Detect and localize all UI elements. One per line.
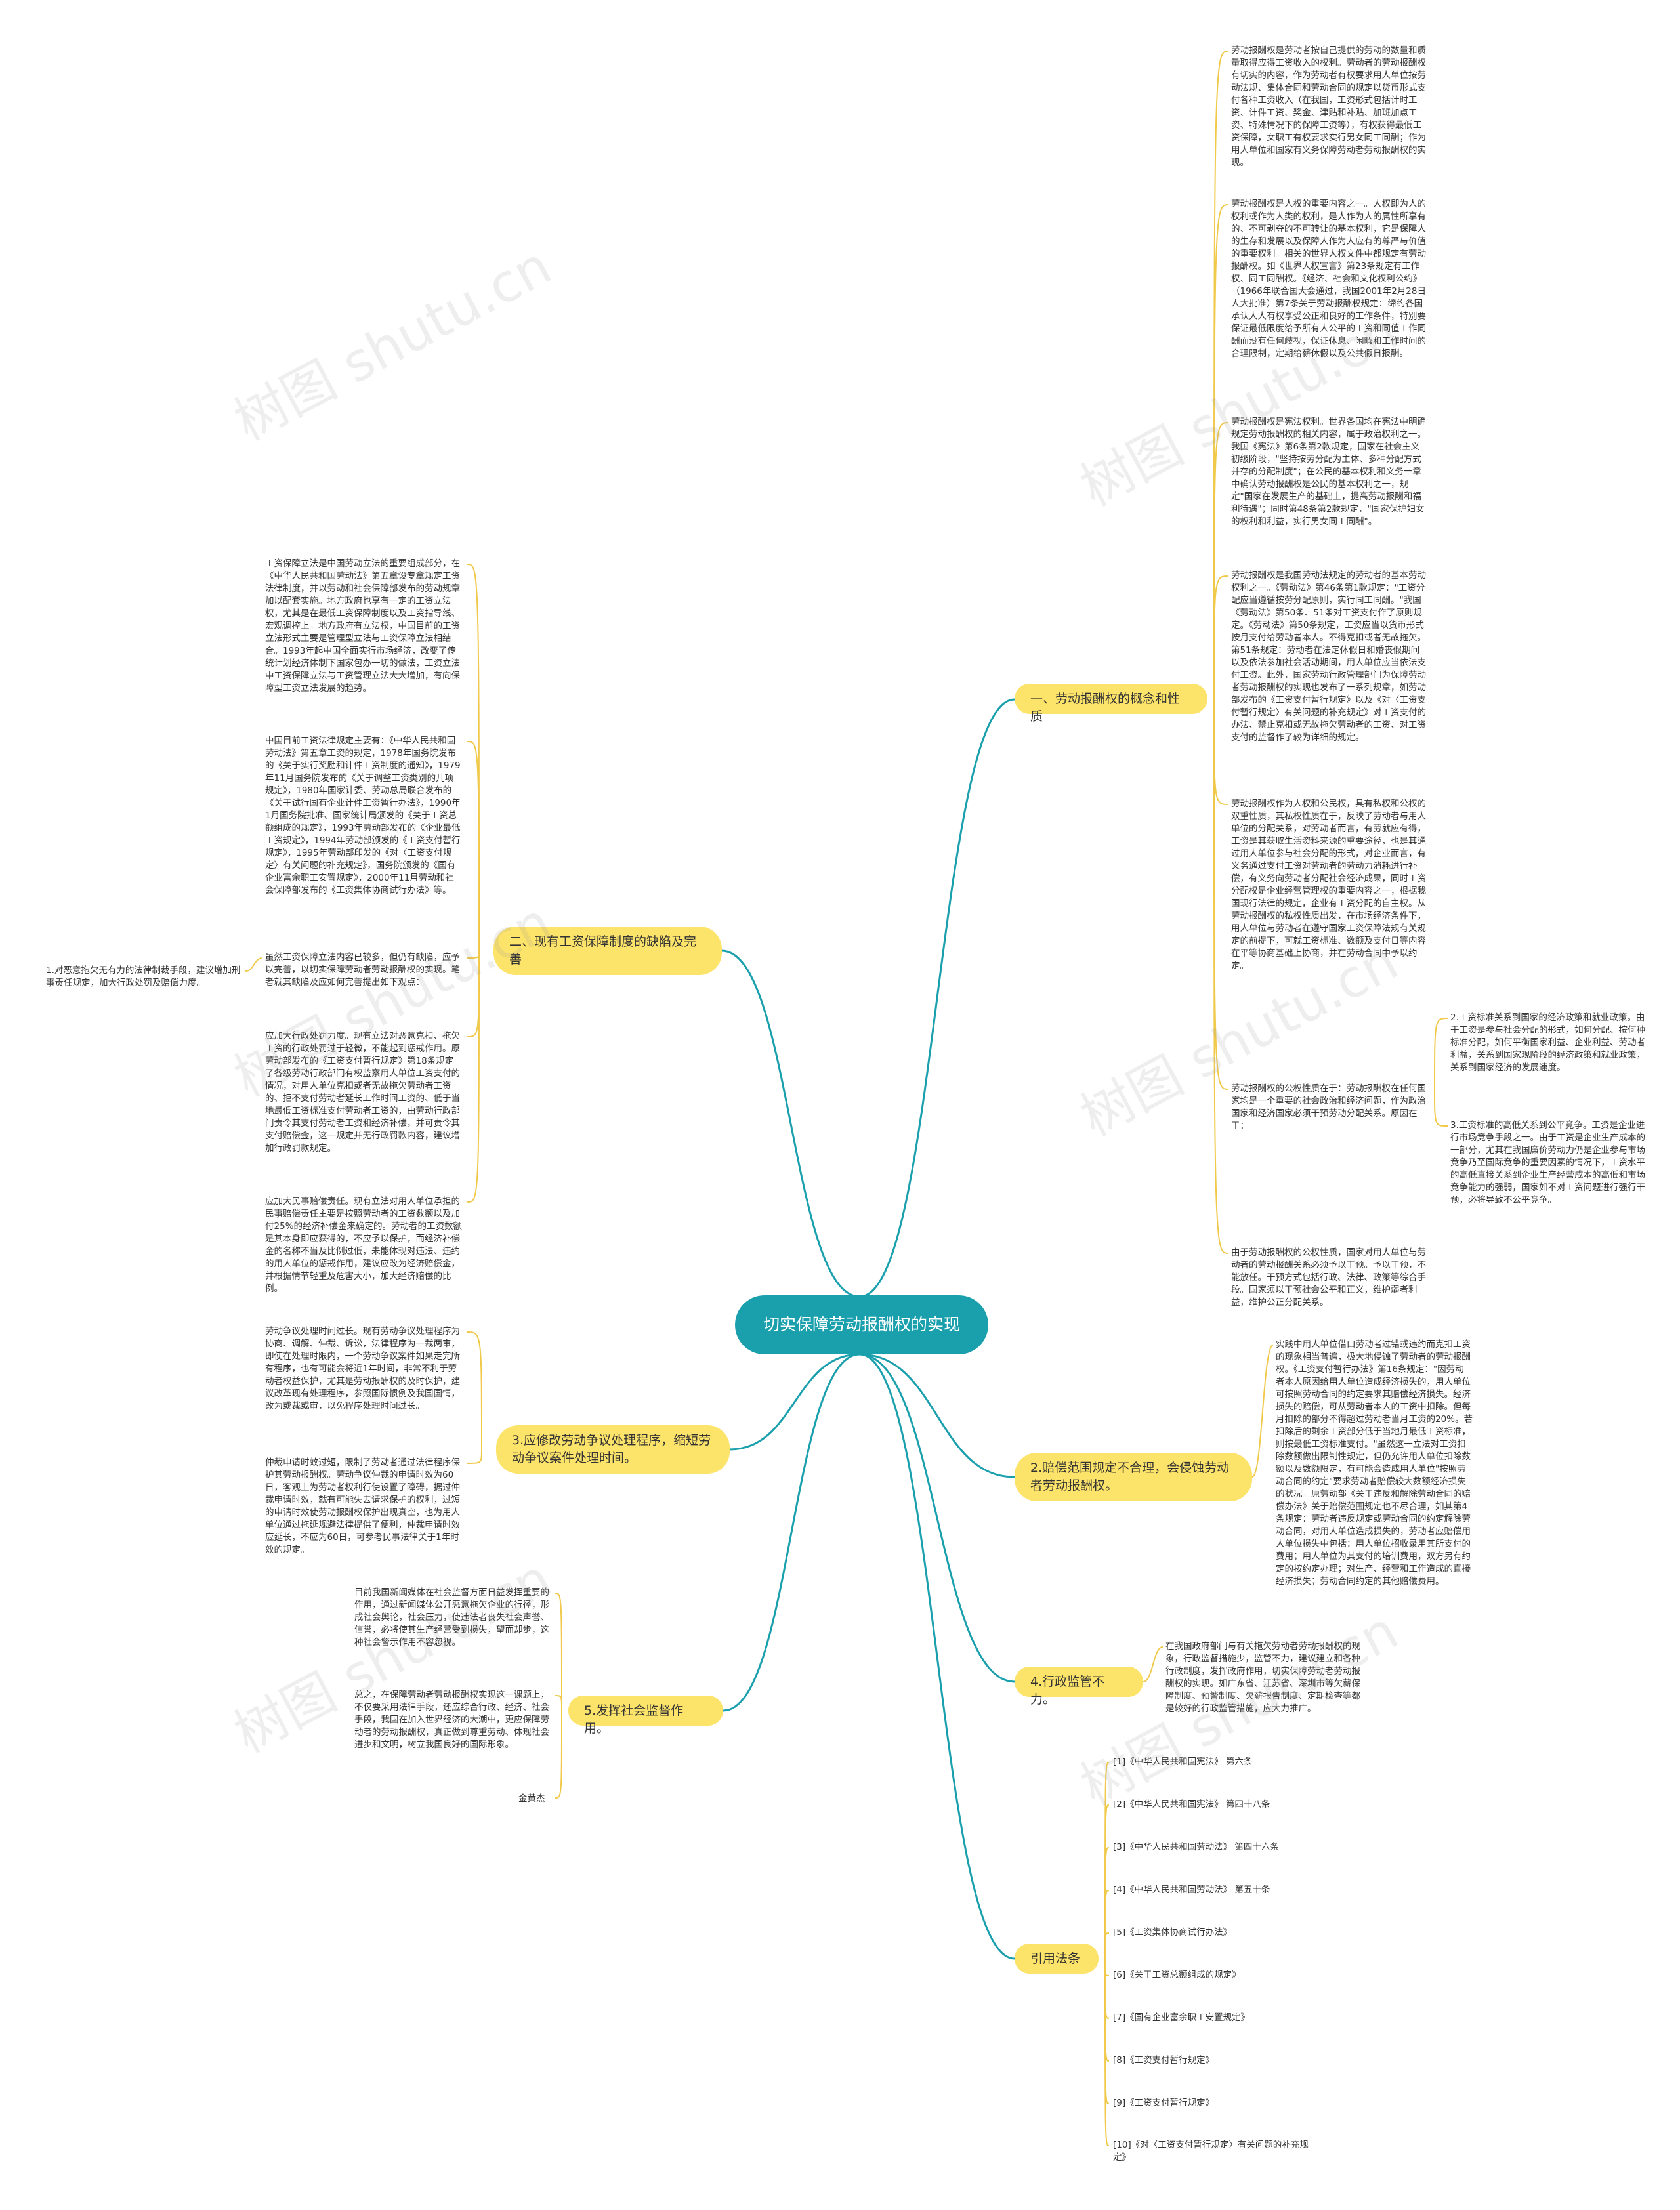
concept-text-7: 由于劳动报酬权的公权性质，国家对用人单位与劳动者的劳动报酬关系必须予以干预。予以… xyxy=(1231,1247,1426,1308)
social-text-2: 总之，在保障劳动者劳动报酬权实现这一课题上，不仅要采用法律手段，还应综合行政、经… xyxy=(354,1690,549,1750)
wage-law-text-1: 工资保障立法是中国劳动立法的重要组成部分，在《中华人民共和国劳动法》第五章设专章… xyxy=(265,558,460,694)
wage-law-text-4: 应加大行政处罚力度。现有立法对恶意克扣、拖欠工资的行政处罚过于轻微，不能起到惩戒… xyxy=(265,1031,460,1154)
social-text-1: 目前我国新闻媒体在社会监督方面日益发挥重要的作用，通过新闻媒体公开恶意拖欠企业的… xyxy=(354,1587,549,1648)
branch-label: 引用法条 xyxy=(1030,1951,1081,1966)
branch-label: 一、劳动报酬权的概念和性质 xyxy=(1030,692,1181,724)
connector xyxy=(467,1449,482,1464)
connector xyxy=(723,1353,860,1712)
public-right-reason-2: 2.工资标准关系到国家的经济政策和就业政策。由于工资是参与社会分配的形式，如何分… xyxy=(1450,1012,1645,1073)
connector xyxy=(721,949,860,1298)
admin-supervision-text: 在我国政府部门与有关拖欠劳动者劳动报酬权的现象，行政监督措施少，监管不力，建议建… xyxy=(1166,1641,1360,1714)
malicious-arrears-text: 1.对恶意拖欠无有力的法律制裁手段，建议增加刑事责任规定，加大行政处罚及赔偿力度… xyxy=(46,965,241,988)
author-name: 金黄杰 xyxy=(518,1793,545,1804)
branch-label: 2.赔偿范围规定不合理，会侵蚀劳动者劳动报酬权。 xyxy=(1030,1461,1230,1493)
connector xyxy=(467,950,480,1037)
branch-wage-defects[interactable]: 二、现有工资保障制度的缺陷及完善 xyxy=(494,927,722,975)
ref-item: [10]《对〈工资支付暂行规定〉有关问题的补充规定》 xyxy=(1113,2140,1309,2163)
concept-text-4: 劳动报酬权是我国劳动法规定的劳动者的基本劳动权利之一。《劳动法》第46条第1款规… xyxy=(1231,570,1426,743)
connector xyxy=(467,950,480,1203)
connector xyxy=(1251,1345,1274,1478)
dispute-text-2: 仲裁申请时效过短，限制了劳动者通过法律程序保护其劳动报酬权。劳动争议仲裁的申请时… xyxy=(265,1457,460,1555)
wage-law-text-5: 应加大民事赔偿责任。现有立法对用人单位承担的民事赔偿责任主要是按照劳动者的工资数… xyxy=(265,1196,463,1294)
ref-item: [7]《国有企业富余职工安置规定》 xyxy=(1113,2012,1250,2023)
branch-label: 二、现有工资保障制度的缺陷及完善 xyxy=(509,934,697,967)
branch-social-supervision[interactable]: 5.发挥社会监督作用。 xyxy=(568,1696,723,1736)
branch-label: 3.应修改劳动争议处理程序，缩短劳动争议案件处理时间。 xyxy=(512,1433,711,1465)
connector xyxy=(1213,699,1229,805)
concept-text-3: 劳动报酬权是宪法权利。世界各国均在宪法中明确规定劳动报酬权的相关内容，属于政治权… xyxy=(1231,417,1426,527)
connector xyxy=(245,957,263,972)
connector xyxy=(1104,1932,1110,1959)
connector xyxy=(467,950,480,959)
connector xyxy=(859,1353,1015,1960)
wage-law-text-2: 中国目前工资法律规定主要有：《中华人民共和国劳动法》第五章工资的规定，1978年… xyxy=(265,736,461,896)
connector xyxy=(859,1353,1015,1683)
concept-text-1: 劳动报酬权是劳动者按自己提供的劳动的数量和质量取得应得工资收入的权利。劳动者的劳… xyxy=(1231,45,1426,168)
public-right-reason-3: 3.工资标准的高低关系到公平竞争。工资是企业进行市场竞争手段之一。由于工资是企业… xyxy=(1450,1120,1645,1205)
connector xyxy=(1434,1089,1448,1127)
connector xyxy=(555,1593,562,1711)
branch-concept-and-nature[interactable]: 一、劳动报酬权的概念和性质 xyxy=(1015,684,1208,724)
connector xyxy=(467,1331,482,1450)
connector xyxy=(1104,1958,1110,2146)
dispute-text-1: 劳动争议处理时间过长。现有劳动争议处理程序为协商、调解、仲裁、诉讼，法律程序为一… xyxy=(265,1326,460,1411)
ref-item: [2]《中华人民共和国宪法》 第四十八条 xyxy=(1113,1799,1270,1810)
connector xyxy=(1213,699,1229,1254)
connector xyxy=(729,1353,860,1451)
connector xyxy=(467,741,480,951)
branch-label: 5.发挥社会监督作用。 xyxy=(584,1703,684,1736)
ref-item: [9]《工资支付暂行规定》 xyxy=(1113,2098,1215,2108)
connector xyxy=(555,1695,562,1711)
connector xyxy=(1434,1018,1448,1090)
branch-compensation-scope[interactable]: 2.赔偿范围规定不合理，会侵蚀劳动者劳动报酬权。 xyxy=(1015,1453,1252,1501)
concept-text-2: 劳动报酬权是人权的重要内容之一。人权即为人的权利或作为人类的权利，是人作为人的属… xyxy=(1231,199,1426,359)
ref-item: [1]《中华人民共和国宪法》 第六条 xyxy=(1113,1757,1253,1767)
connector xyxy=(555,1710,562,1799)
concept-text-6: 劳动报酬权的公权性质在于：劳动报酬权在任何国家均是一个重要的社会政治和经济问题，… xyxy=(1231,1083,1426,1131)
ref-item: [6]《关于工资总额组成的规定》 xyxy=(1113,1970,1241,1980)
connector xyxy=(859,1353,1015,1478)
branch-admin-supervision[interactable]: 4.行政监管不力。 xyxy=(1015,1667,1143,1707)
ref-item: [8]《工资支付暂行规定》 xyxy=(1113,2055,1215,2066)
ref-item: [3]《中华人民共和国劳动法》 第四十六条 xyxy=(1113,1842,1279,1852)
connector xyxy=(1213,422,1229,700)
connector xyxy=(1213,575,1229,700)
wage-law-text-3: 虽然工资保障立法内容已较多，但仍有缺陷，应予以完善，以切实保障劳动者劳动报酬权的… xyxy=(265,952,460,988)
branch-label: 4.行政监管不力。 xyxy=(1030,1675,1105,1707)
connector xyxy=(1213,699,1229,1090)
branch-dispute-procedure[interactable]: 3.应修改劳动争议处理程序，缩短劳动争议案件处理时间。 xyxy=(496,1425,730,1474)
connector xyxy=(1213,51,1229,700)
concept-text-5: 劳动报酬权作为人权和公民权，具有私权和公权的双重性质，其私权性质在于，反映了劳动… xyxy=(1231,799,1426,971)
ref-item: [5]《工资集体协商试行办法》 xyxy=(1113,1927,1232,1938)
ref-item: [4]《中华人民共和国劳动法》 第五十条 xyxy=(1113,1885,1270,1895)
branch-cited-laws[interactable]: 引用法条 xyxy=(1015,1944,1099,1974)
compensation-text: 实践中用人单位借口劳动者过错或违约而克扣工资的现象相当普遍，极大地侵蚀了劳动者的… xyxy=(1276,1339,1473,1587)
connector xyxy=(1143,1646,1164,1682)
connector xyxy=(859,698,1015,1298)
central-topic[interactable]: 切实保障劳动报酬权的实现 xyxy=(735,1295,988,1354)
central-topic-label: 切实保障劳动报酬权的实现 xyxy=(763,1315,960,1334)
